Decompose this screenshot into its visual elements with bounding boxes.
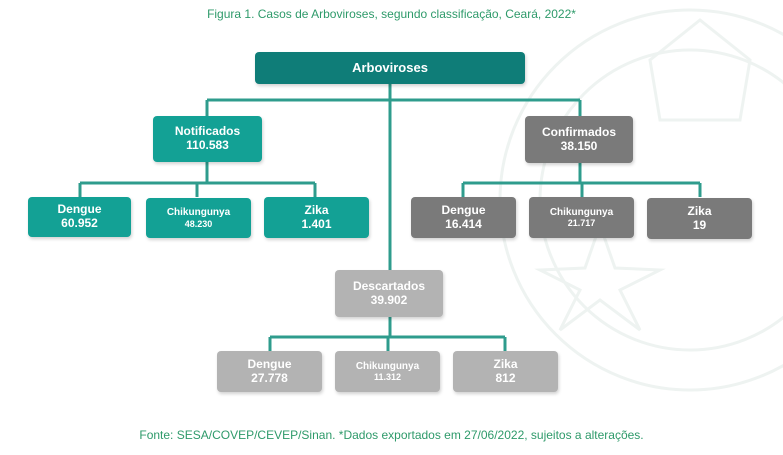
node-value: 21.717 xyxy=(567,218,596,229)
node-descartados: Descartados 39.902 xyxy=(335,270,443,317)
node-label: Chikungunya xyxy=(166,207,231,219)
node-confirmados-chikungunya: Chikungunya 21.717 xyxy=(529,197,634,238)
node-descartados-dengue: Dengue 27.778 xyxy=(217,351,322,392)
source-note: Fonte: SESA/COVEP/CEVEP/Sinan. *Dados ex… xyxy=(139,428,644,442)
node-notificados-chikungunya: Chikungunya 48.230 xyxy=(146,198,251,238)
node-label: Zika xyxy=(304,202,329,217)
node-value: 60.952 xyxy=(61,216,98,230)
node-value: 11.312 xyxy=(373,372,402,383)
node-notificados-dengue: Dengue 60.952 xyxy=(28,197,131,237)
node-value: 812 xyxy=(495,370,516,385)
node-label: Zika xyxy=(687,203,712,218)
node-value: 19 xyxy=(692,217,707,232)
node-arboviroses: Arboviroses xyxy=(255,52,525,84)
node-label: Dengue xyxy=(247,356,292,371)
node-label: Dengue xyxy=(57,202,102,217)
node-notificados: Notificados 110.583 xyxy=(153,116,262,162)
node-value: 1.401 xyxy=(301,216,332,231)
node-label: Chikungunya xyxy=(549,206,614,218)
node-label: Zika xyxy=(493,356,518,371)
figure-caption: Figura 1. Casos de Arboviroses, segundo … xyxy=(207,7,576,21)
node-confirmados-zika: Zika 19 xyxy=(647,198,752,239)
node-confirmados: Confirmados 38.150 xyxy=(525,116,633,163)
node-confirmados-dengue: Dengue 16.414 xyxy=(411,197,516,238)
node-value: 39.902 xyxy=(370,292,408,307)
node-label: Arboviroses xyxy=(352,59,428,75)
node-descartados-chikungunya: Chikungunya 11.312 xyxy=(335,351,440,392)
node-value: 48.230 xyxy=(184,218,213,229)
node-label: Notificados xyxy=(174,124,241,139)
node-label: Confirmados xyxy=(541,124,616,139)
node-descartados-zika: Zika 812 xyxy=(453,351,558,392)
node-label: Chikungunya xyxy=(355,360,420,372)
node-label: Descartados xyxy=(352,278,426,293)
node-value: 110.583 xyxy=(186,138,229,152)
node-label: Dengue xyxy=(441,202,486,217)
node-value: 27.778 xyxy=(251,370,288,385)
node-notificados-zika: Zika 1.401 xyxy=(264,197,369,238)
node-value: 16.414 xyxy=(445,216,482,231)
node-value: 38.150 xyxy=(560,138,598,153)
